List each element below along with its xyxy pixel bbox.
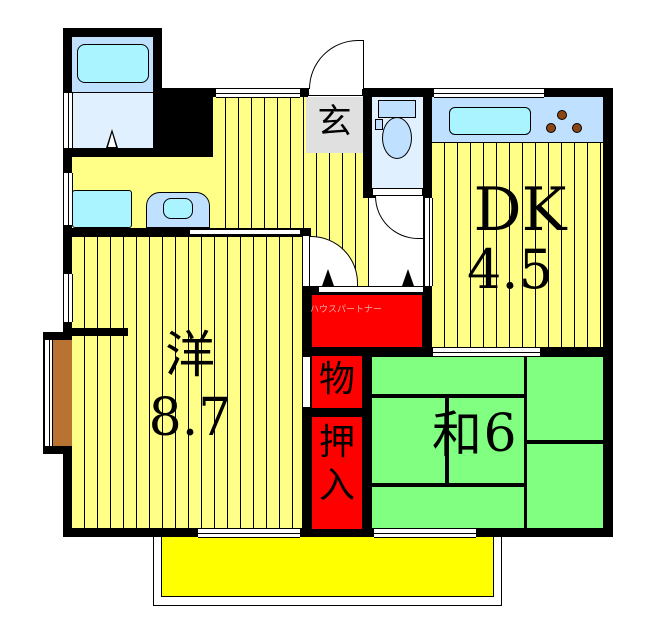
japanese-balcony-window[interactable]	[374, 528, 476, 538]
western-room-door	[302, 235, 310, 290]
front-door-swing-icon	[309, 40, 364, 89]
kitchen-sink-icon	[449, 107, 531, 135]
tatami-mat	[527, 357, 603, 440]
dk-size: 4.5	[467, 238, 553, 301]
storage	[312, 356, 362, 408]
storage-door	[302, 356, 311, 408]
watermark: ハウスパートナー	[309, 305, 382, 315]
dk-label: DK	[473, 175, 567, 245]
toilet-door	[372, 188, 423, 196]
toilet-door-swing-icon	[375, 196, 423, 239]
japanese-room-label: 和	[432, 406, 482, 464]
hallway-window	[216, 88, 300, 98]
shelf-icon	[51, 340, 72, 446]
entrance	[306, 97, 363, 153]
dining-kitchen	[432, 142, 603, 347]
closet	[312, 417, 362, 529]
bath-door-marker-inner	[108, 133, 116, 147]
dk-japanese-sliding-door[interactable]	[433, 347, 540, 357]
bathtub-icon	[77, 44, 149, 83]
western-room-size: 8.7	[148, 388, 232, 448]
closet-door	[318, 286, 428, 293]
door-marker-right-icon	[402, 269, 414, 286]
bathroom-window	[63, 93, 73, 148]
stove-burner-icon	[557, 110, 567, 120]
stove-burner-icon	[546, 123, 556, 133]
closet-upper	[312, 295, 422, 347]
front-door[interactable]	[308, 88, 363, 96]
toilet-paper-icon	[375, 119, 383, 130]
japanese-room-size: 6	[483, 404, 517, 464]
stove-burner-icon	[572, 123, 582, 133]
toilet-tank-icon	[378, 100, 416, 118]
tatami-mat	[372, 487, 524, 528]
sink-basin-icon	[163, 198, 193, 219]
partition-stub	[63, 328, 128, 336]
toilet-bowl-icon	[382, 117, 412, 159]
western-room	[72, 237, 302, 528]
closet-label-top: 押	[318, 422, 355, 463]
sliding-door-western[interactable]	[190, 229, 300, 235]
balcony	[161, 536, 494, 597]
dk-hall-door[interactable]	[424, 198, 433, 286]
western-window-upper	[63, 274, 73, 322]
closet-label-bottom: 入	[318, 465, 355, 506]
door-marker-left-icon	[322, 269, 334, 286]
bay-window	[44, 340, 53, 446]
storage-label: 物	[318, 359, 355, 400]
wall-top-hall-right	[300, 88, 308, 97]
washing-machine-icon	[72, 190, 132, 228]
wall-top-hall-left	[200, 88, 216, 97]
western-balcony-window[interactable]	[198, 528, 300, 538]
western-room-label: 洋	[165, 326, 215, 384]
kitchen-window	[434, 88, 544, 98]
tatami-mat	[372, 398, 445, 483]
entrance-label: 玄	[317, 102, 352, 142]
tatami-mat	[449, 398, 524, 483]
wall-block	[153, 88, 213, 156]
tatami-mat	[372, 357, 524, 394]
tatami-mat	[527, 444, 603, 528]
